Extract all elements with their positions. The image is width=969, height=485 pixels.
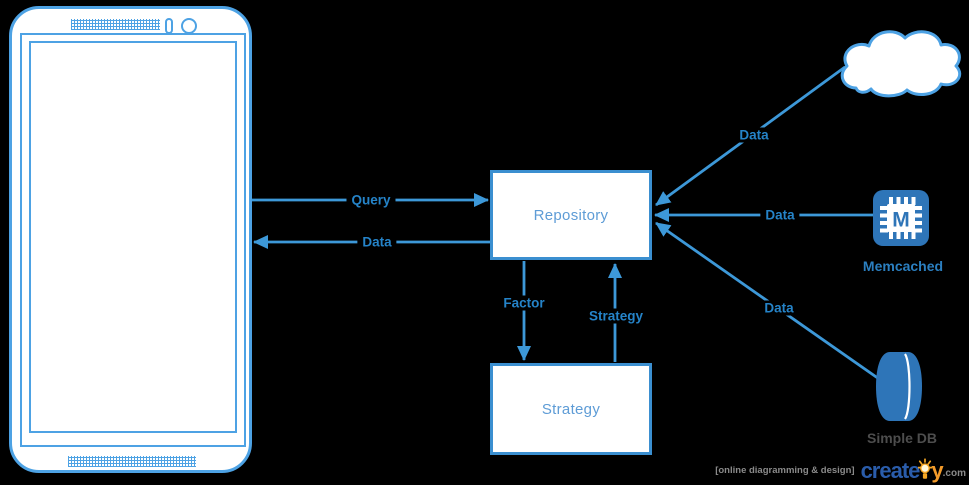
smartphone-frame [9, 6, 252, 473]
phone-screen-bezel [20, 33, 246, 447]
creately-logo[interactable]: creat e y .com [860, 457, 966, 483]
speaker-grille-bottom-icon [68, 456, 196, 467]
memcached-chip-icon: M [873, 190, 929, 246]
edge-label-data-from-cloud: Data [734, 127, 774, 143]
edge-label-data-from-simpledb: Data [759, 300, 799, 316]
watermark-tagline: [online diagramming & design] [715, 465, 855, 476]
creately-logo-mid: e [908, 458, 920, 483]
simpledb-caption: Simple DB [866, 430, 938, 446]
repository-node-label: Repository [533, 206, 609, 224]
repository-node: Repository [490, 170, 652, 260]
phone-screen [29, 41, 237, 433]
strategy-node-label: Strategy [541, 400, 601, 418]
creately-logo-head: creat [860, 458, 910, 483]
creately-logo-domain: .com [942, 468, 966, 479]
lightbulb-icon [918, 458, 933, 479]
creately-logo-tail: y [931, 458, 943, 483]
memcached-caption: Memcached [862, 258, 944, 274]
simpledb-database-icon [876, 352, 922, 421]
speaker-grille-top-icon [71, 19, 160, 30]
memcached-chip-letter: M [892, 209, 910, 232]
edge-label-query: Query [346, 192, 396, 208]
edge-label-factor: Factor [498, 295, 550, 311]
creately-watermark[interactable]: [online diagramming & design] creat e y … [715, 457, 966, 483]
edge-label-data-from-memcached: Data [760, 207, 800, 223]
edge-label-data-to-phone: Data [357, 234, 397, 250]
edge-label-strategy: Strategy [583, 308, 649, 324]
cloud-icon [840, 30, 962, 98]
strategy-node: Strategy [490, 363, 652, 455]
